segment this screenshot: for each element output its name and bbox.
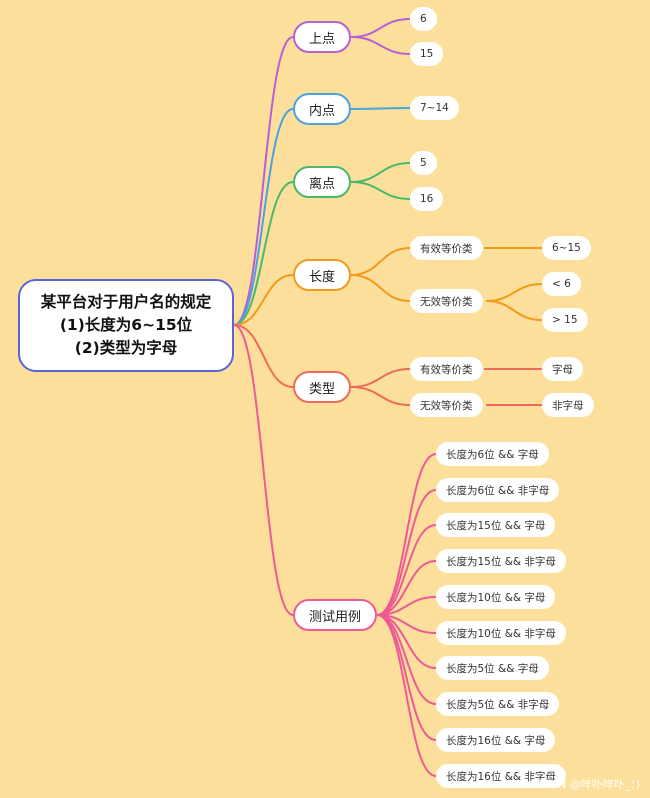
connector-test-leaf: [376, 560, 437, 616]
connector-test-leaf: [376, 489, 437, 616]
branch-inner-point[interactable]: 内点: [293, 93, 351, 125]
connector-length-invalid: [350, 274, 411, 302]
test-case-item[interactable]: 长度为15位 && 字母: [436, 513, 556, 537]
leaf-length-6-15[interactable]: 6~15: [542, 236, 591, 260]
test-case-item[interactable]: 长度为16位 && 非字母: [436, 764, 566, 788]
branch-test-case[interactable]: 测试用例: [293, 599, 377, 631]
branch-label: 上点: [308, 31, 335, 47]
connector-test-leaf: [376, 614, 437, 741]
type-invalid-class[interactable]: 无效等价类: [410, 393, 483, 417]
connector-length-leaf: [485, 283, 543, 302]
length-invalid-class[interactable]: 无效等价类: [410, 289, 483, 313]
leaf-upper-15[interactable]: 15: [410, 42, 444, 66]
root-line-2: (1)长度为6~15位: [59, 316, 193, 334]
connector-type-valid: [350, 368, 411, 388]
branch-label: 测试用例: [308, 609, 361, 625]
connector-length-valid: [350, 247, 411, 276]
test-case-item[interactable]: 长度为10位 && 字母: [436, 585, 556, 609]
test-case-item[interactable]: 长度为5位 && 字母: [436, 656, 549, 680]
leaf-type-non-letter[interactable]: 非字母: [542, 393, 594, 417]
branch-label: 内点: [308, 103, 335, 119]
leaf-upper-6[interactable]: 6: [410, 7, 437, 31]
leaf-length-gt-15[interactable]: > 15: [542, 308, 588, 332]
watermark: CSDN @咩卟咩卟_：): [534, 778, 640, 791]
branch-length[interactable]: 长度: [293, 259, 351, 291]
branch-upper-point[interactable]: 上点: [293, 21, 351, 53]
test-case-item[interactable]: 长度为15位 && 非字母: [436, 549, 566, 573]
root-line-1: 某平台对于用户名的规定: [40, 293, 212, 311]
test-case-item[interactable]: 长度为10位 && 非字母: [436, 621, 566, 645]
connector-root-test: [233, 324, 294, 616]
branch-off-point[interactable]: 离点: [293, 166, 351, 198]
root-line-3: (2)类型为字母: [74, 339, 178, 357]
connector-upper-leaf: [350, 18, 411, 38]
connector-off-leaf: [350, 181, 411, 200]
connector-upper-leaf: [350, 36, 411, 55]
connector-test-leaf: [376, 614, 437, 777]
connector-root-type: [233, 324, 294, 388]
test-case-item[interactable]: 长度为6位 && 字母: [436, 442, 549, 466]
leaf-length-lt-6[interactable]: < 6: [542, 272, 581, 296]
connector-test-leaf: [376, 453, 437, 616]
connector-off-leaf: [350, 162, 411, 183]
leaf-type-letter[interactable]: 字母: [542, 357, 583, 381]
branch-label: 类型: [308, 381, 335, 397]
branch-label: 长度: [308, 269, 335, 285]
branch-label: 离点: [308, 176, 335, 192]
root-node[interactable]: 某平台对于用户名的规定 (1)长度为6~15位 (2)类型为字母: [18, 279, 234, 372]
leaf-off-5[interactable]: 5: [410, 151, 437, 175]
length-valid-class[interactable]: 有效等价类: [410, 236, 483, 260]
connector-type-invalid: [350, 386, 411, 406]
leaf-inner-7-14[interactable]: 7~14: [410, 96, 459, 120]
connector-root-length: [233, 274, 294, 326]
connector-root-inner: [233, 108, 294, 326]
branch-type[interactable]: 类型: [293, 371, 351, 403]
connector-root-off: [233, 181, 294, 326]
type-valid-class[interactable]: 有效等价类: [410, 357, 483, 381]
connector-test-leaf: [376, 524, 437, 616]
test-case-item[interactable]: 长度为16位 && 字母: [436, 728, 556, 752]
connector-root-upper: [233, 36, 294, 326]
connector-inner-leaf: [350, 107, 411, 110]
leaf-off-16[interactable]: 16: [410, 187, 444, 211]
connector-length-leaf: [485, 300, 543, 321]
test-case-item[interactable]: 长度为5位 && 非字母: [436, 692, 560, 716]
test-case-item[interactable]: 长度为6位 && 非字母: [436, 478, 560, 502]
